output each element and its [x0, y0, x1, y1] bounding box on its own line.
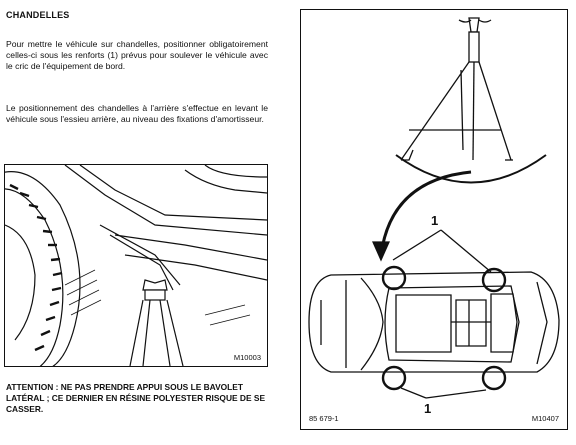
figure-code: 85 679-1	[309, 414, 339, 423]
right-figure-reference: M10407	[531, 414, 559, 423]
support-point-rear-right	[481, 365, 507, 391]
instruction-paragraph-2: Le positionnement des chandelles à l'arr…	[6, 103, 268, 124]
support-point-front-left	[381, 265, 407, 291]
section-heading: CHANDELLES	[6, 10, 70, 20]
support-point-front-right	[381, 365, 407, 391]
car-outline	[308, 271, 560, 373]
support-point-rear-left	[481, 267, 507, 293]
left-figure-reference: M10003	[233, 353, 261, 362]
jack-stand-under-wheel-figure: M10003	[4, 164, 268, 367]
wheel-drawing	[5, 165, 267, 366]
instruction-paragraph-1: Pour mettre le véhicule sur chandelles, …	[6, 39, 268, 71]
support-points-diagram: 1 1 85 679-1 M10407	[300, 9, 568, 430]
callout-label-bottom: 1	[424, 401, 432, 416]
callout-label-top: 1	[431, 213, 439, 228]
warning-notice: ATTENTION : NE PAS PRENDRE APPUI SOUS LE…	[6, 382, 266, 414]
support-points-drawing	[308, 17, 560, 399]
